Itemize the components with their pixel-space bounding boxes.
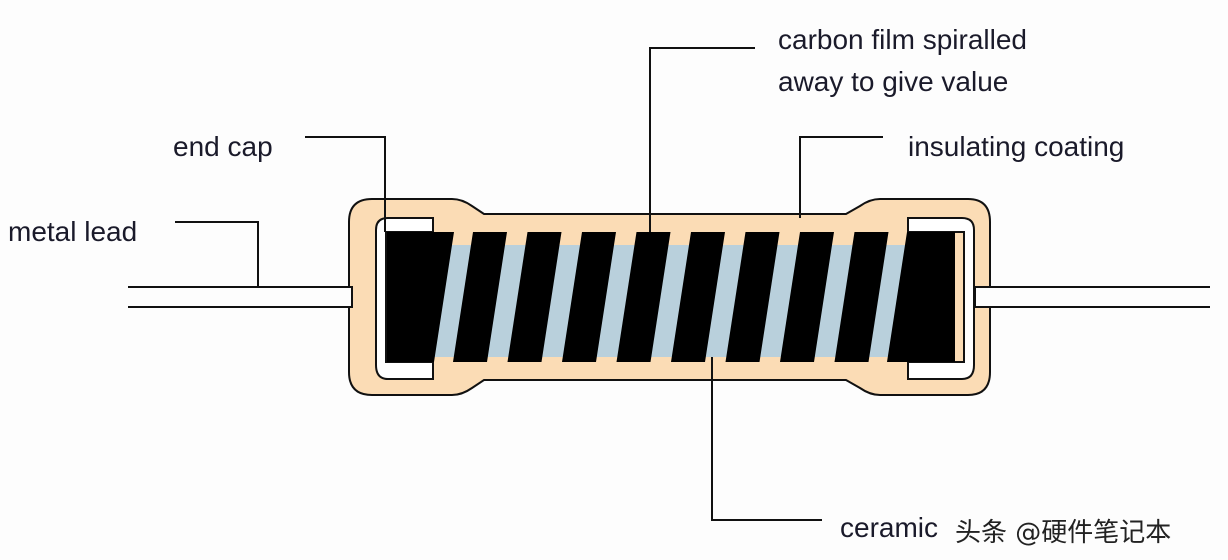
carbon-film-stripe — [834, 232, 889, 362]
label-carbon-film-2: away to give value — [778, 66, 1009, 97]
leader-lines — [175, 47, 883, 521]
carbon-film-stripe — [671, 232, 725, 362]
carbon-film-stripe — [725, 232, 780, 362]
metal-lead-left — [128, 286, 352, 308]
carbon-film-stripe — [780, 232, 834, 362]
leader-ceramic — [711, 357, 822, 521]
leader-carbon-film — [649, 47, 755, 232]
ceramic-core — [430, 245, 910, 357]
carbon-film-stripe — [507, 232, 562, 362]
label-end-cap: end cap — [173, 131, 273, 162]
leader-insulating-coating — [799, 136, 883, 218]
end-cap-right — [907, 217, 975, 380]
metal-lead-right — [975, 286, 1210, 308]
carbon-film-end-left — [387, 232, 454, 362]
leader-metal-lead — [175, 221, 259, 287]
carbon-film-stripe — [616, 232, 671, 362]
end-cap-left — [375, 217, 434, 380]
leader-end-cap — [305, 136, 386, 232]
carbon-film — [387, 232, 955, 362]
label-metal-lead: metal lead — [8, 216, 138, 247]
label-ceramic: ceramic — [840, 512, 939, 543]
carbon-film-stripe — [562, 232, 616, 362]
carbon-film-end-right — [887, 232, 955, 362]
watermark: 头条 @硬件笔记本 — [955, 518, 1172, 548]
carbon-film-stripe — [453, 232, 507, 362]
label-carbon-film-1: carbon film spiralled — [778, 24, 1027, 55]
label-insulating-coating: insulating coating — [908, 131, 1125, 162]
